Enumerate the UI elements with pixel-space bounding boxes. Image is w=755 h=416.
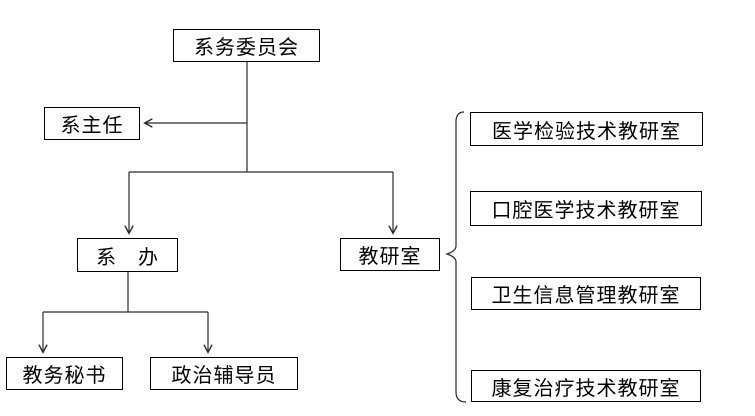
node-academic-secretary: 教务秘书 — [6, 357, 123, 390]
node-dental-tech-room: 口腔医学技术教研室 — [470, 191, 702, 226]
node-political-counselor: 政治辅导员 — [150, 357, 298, 390]
node-medical-lab-tech-room: 医学检验技术教研室 — [470, 112, 703, 146]
node-department-director: 系主任 — [44, 107, 140, 140]
node-department-office: 系 办 — [77, 238, 178, 272]
node-department-committee: 系务委员会 — [173, 29, 320, 62]
node-health-info-mgmt-room: 卫生信息管理教研室 — [471, 277, 701, 310]
brace-teaching-research-rooms — [445, 111, 467, 403]
node-rehab-therapy-tech-room: 康复治疗技术教研室 — [471, 370, 701, 402]
node-teaching-research-office: 教研室 — [340, 238, 440, 271]
